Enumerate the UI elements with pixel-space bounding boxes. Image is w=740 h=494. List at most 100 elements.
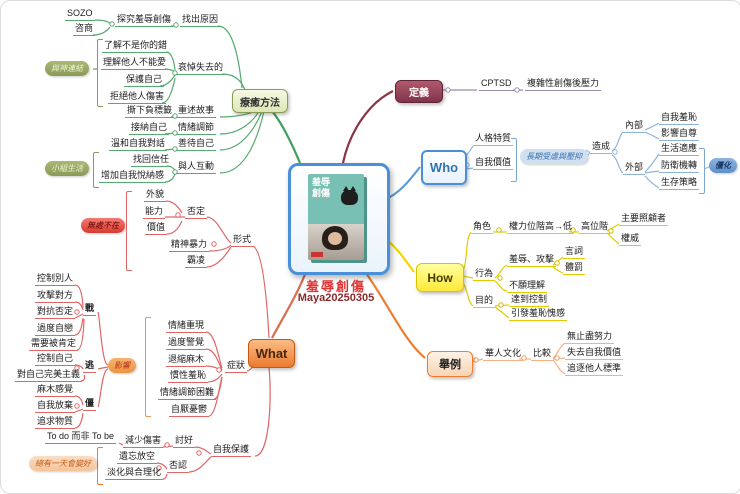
topic-not-your-fault[interactable]: 了解不是你的錯	[102, 40, 170, 53]
topic-shame-attack[interactable]: 羞辱、攻擊	[507, 254, 557, 267]
topic-please[interactable]: 討好	[173, 435, 196, 448]
topic-regain-trust[interactable]: 找回信任	[131, 154, 172, 167]
topic-fight[interactable]: 戰	[83, 303, 97, 316]
topic-tear-negative-label[interactable]: 撕下負標籤	[125, 105, 175, 118]
topic-achieve-control[interactable]: 達到控制	[509, 294, 550, 307]
topic-ability[interactable]: 能力	[143, 206, 166, 219]
topic-withdraw-numb[interactable]: 退縮麻木	[166, 354, 207, 367]
topic-find-cause[interactable]: 找出原因	[180, 14, 221, 27]
topic-personality[interactable]: 人格特質	[473, 133, 514, 146]
topic-self-acceptance[interactable]: 增加自我悅納感	[99, 170, 167, 183]
branch-heal-methods[interactable]: 療癒方法	[232, 89, 288, 113]
topic-gentle-self-talk[interactable]: 溫和自我對話	[109, 138, 168, 151]
branch-who[interactable]: Who	[421, 150, 467, 185]
callout-someday-better[interactable]: 總有一天會變好	[29, 456, 97, 471]
topic-verbal[interactable]: 言詞	[563, 246, 586, 259]
callout-god-connection[interactable]: 與神連結	[45, 61, 89, 76]
topic-self-protect[interactable]: 自我保護	[211, 444, 252, 457]
topic-chase-standards[interactable]: 追逐他人標準	[565, 363, 624, 376]
branch-what[interactable]: What	[248, 339, 295, 368]
callout-group-life[interactable]: 小組生活	[45, 161, 89, 176]
topic-authority[interactable]: 權威	[619, 233, 642, 246]
topic-appearance[interactable]: 外貌	[144, 189, 167, 202]
topic-refuse-understand[interactable]: 不願理解	[507, 280, 548, 293]
topic-explore-shame-trauma[interactable]: 探究羞辱創傷	[115, 14, 174, 27]
topic-forget-blank[interactable]: 遺忘放空	[117, 451, 158, 464]
topic-attack-others[interactable]: 攻擊對方	[35, 290, 76, 303]
topic-emotion-difficulty[interactable]: 情緒調節困難	[158, 387, 217, 400]
topic-self-shame[interactable]: 自我羞恥	[659, 112, 700, 125]
branch-how[interactable]: How	[416, 263, 464, 292]
topic-perfectionism[interactable]: 對自己完美主義	[15, 369, 83, 382]
topic-purpose[interactable]: 目的	[473, 295, 496, 308]
callout-longterm-abuse[interactable]: 長期受虐與壓抑	[520, 149, 588, 164]
topic-flee[interactable]: 逃	[83, 360, 97, 373]
topic-role[interactable]: 角色	[471, 221, 494, 234]
topic-rationalize[interactable]: 淡化與合理化	[105, 467, 164, 480]
topic-need-approval[interactable]: 需要被肯定	[29, 338, 79, 351]
map-title: 羞辱創傷	[305, 279, 366, 294]
topic-endless-effort[interactable]: 無止盡努力	[565, 331, 615, 344]
topic-internal[interactable]: 內部	[623, 120, 646, 133]
topic-denial[interactable]: 否認	[167, 460, 190, 473]
topic-affect-esteem[interactable]: 影響自尊	[659, 128, 700, 141]
topic-counseling[interactable]: 咨商	[73, 23, 96, 36]
topic-control-self[interactable]: 控制自己	[35, 353, 76, 366]
branch-definition[interactable]: 定義	[395, 80, 443, 103]
callout-rigidify[interactable]: 僵化	[709, 158, 737, 173]
topic-control-others[interactable]: 控制別人	[35, 273, 76, 286]
topic-todo-not-tobe[interactable]: To do 而非 To be	[45, 431, 117, 444]
topic-caregiver[interactable]: 主要照顧者	[619, 213, 669, 226]
topic-bully[interactable]: 霸凌	[185, 255, 208, 268]
topic-retell-story[interactable]: 重述故事	[176, 105, 217, 118]
topic-hypervigilance[interactable]: 過度警覺	[166, 337, 207, 350]
topic-compare[interactable]: 比較	[531, 348, 554, 361]
topic-habitual-shame[interactable]: 慣性羞恥	[168, 370, 209, 383]
callout-influence[interactable]: 影響	[108, 358, 136, 373]
topic-interact-people[interactable]: 與人互動	[176, 161, 217, 174]
topic-reduce-harm[interactable]: 減少傷害	[123, 435, 164, 448]
topic-freeze[interactable]: 僵	[83, 398, 97, 411]
topic-numb-feeling[interactable]: 麻木感覺	[35, 384, 76, 397]
topic-narcissism[interactable]: 過度自戀	[35, 323, 76, 336]
topic-life-adapt[interactable]: 生活適應	[659, 143, 700, 156]
topic-behavior[interactable]: 行為	[473, 268, 496, 281]
branch-example[interactable]: 舉例	[427, 351, 473, 377]
topic-emotion-regulate[interactable]: 情緒調節	[176, 122, 217, 135]
topic-power-hierarchy[interactable]: 權力位階高→低	[507, 221, 575, 234]
topic-flashback[interactable]: 情緒重現	[166, 320, 207, 333]
topic-self-worth[interactable]: 自我價值	[473, 157, 514, 170]
topic-lose-self-worth[interactable]: 失去自我價值	[565, 347, 624, 360]
topic-cptsd[interactable]: CPTSD	[479, 78, 514, 91]
topic-value[interactable]: 價值	[145, 222, 168, 235]
topic-survival-strategy[interactable]: 生存策略	[659, 177, 700, 190]
summary-bracket-god-connection	[97, 39, 103, 107]
topic-self-loathing[interactable]: 自厭憂鬱	[169, 404, 210, 417]
topic-materialism[interactable]: 追求物質	[35, 416, 76, 429]
topic-resist-deny[interactable]: 對抗否定	[35, 306, 76, 319]
topic-defense-mechanism[interactable]: 防衛機轉	[659, 160, 700, 173]
topic-mental-violence[interactable]: 精神暴力	[169, 239, 210, 252]
callout-everywhere[interactable]: 無處不在	[81, 218, 125, 233]
topic-treat-self-well[interactable]: 善待自己	[176, 138, 217, 151]
topic-corporal-punishment[interactable]: 體罰	[563, 262, 586, 275]
topic-deny[interactable]: 否定	[185, 206, 208, 219]
topic-others-cant-love[interactable]: 理解他人不能愛	[101, 57, 169, 70]
topic-external[interactable]: 外部	[623, 162, 646, 175]
center-topic-book[interactable]: 羞辱 創傷	[288, 163, 390, 275]
topic-high-position[interactable]: 高位階	[579, 221, 611, 234]
topic-induce-shame[interactable]: 引發羞恥愧感	[509, 308, 568, 321]
topic-self-abandon[interactable]: 自我放棄	[35, 400, 76, 413]
summary-bracket-someday	[97, 447, 103, 485]
topic-mourn-loss[interactable]: 哀悼失去的	[176, 62, 226, 75]
topic-form[interactable]: 形式	[231, 234, 254, 247]
topic-protect-self[interactable]: 保護自己	[124, 74, 165, 87]
topic-chinese-culture[interactable]: 華人文化	[483, 348, 524, 361]
topic-symptom[interactable]: 症狀	[225, 360, 248, 373]
topic-refuse-harm[interactable]: 拒絕他人傷害	[108, 91, 167, 104]
topic-cptsd-full[interactable]: 複雜性創傷後壓力	[525, 78, 602, 91]
topic-accept-self[interactable]: 接納自己	[129, 122, 170, 135]
topic-cause[interactable]: 造成	[590, 141, 613, 154]
topic-sozo[interactable]: SOZO	[65, 8, 95, 21]
